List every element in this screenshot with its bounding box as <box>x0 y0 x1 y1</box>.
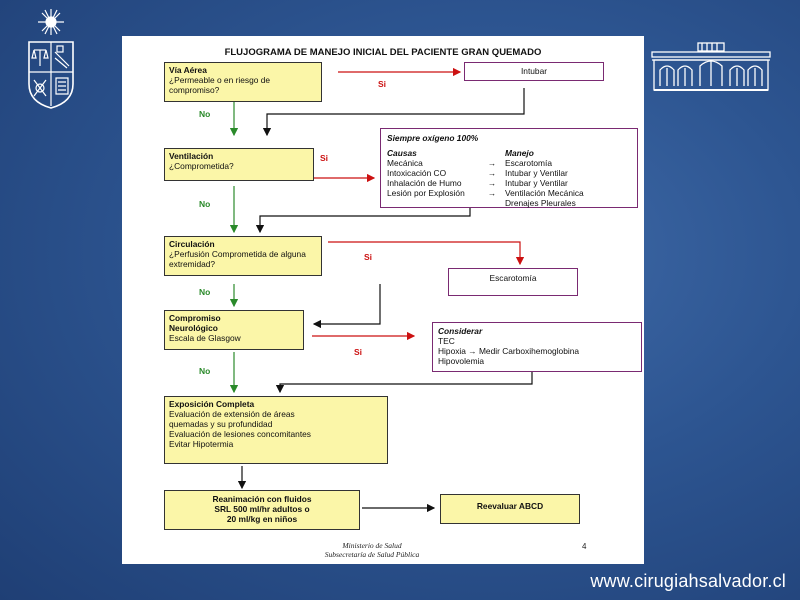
oxigeno-row: Drenajes Pleurales <box>387 198 631 208</box>
oxigeno-row: Inhalación de Humo → Intubar y Ventilar <box>387 178 631 188</box>
causas-header: Causas <box>387 148 417 159</box>
reevaluar-label: Reevaluar ABCD <box>476 501 544 511</box>
si-label-4: Si <box>354 347 363 357</box>
si-label-3: Si <box>364 252 373 262</box>
document-footer: Ministerio de Salud Subsecretaría de Sal… <box>302 541 442 560</box>
manejo-cell: Intubar y Ventilar <box>505 168 568 179</box>
manejo-cell: Drenajes Pleurales <box>505 198 576 209</box>
university-crest-logo <box>28 9 74 109</box>
footer-line: Ministerio de Salud <box>342 541 402 550</box>
causa-cell: Inhalación de Humo <box>387 178 462 189</box>
circulacion-title: Circulación <box>169 239 215 249</box>
causa-cell: Mecánica <box>387 158 423 169</box>
intubar-label: Intubar <box>520 66 548 76</box>
flowchart-title: FLUJOGRAMA DE MANEJO INICIAL DEL PACIENT… <box>224 47 542 58</box>
exposicion-box: Exposición Completa Evaluación de extens… <box>164 396 388 464</box>
considerar-item: Hipovolemia <box>438 356 485 367</box>
page-number: 4 <box>582 542 587 551</box>
exposicion-title: Exposición Completa <box>169 399 255 409</box>
considerar-header: Considerar <box>438 326 483 336</box>
considerar-item: Hipoxia → Medir Carboxihemoglobina <box>438 346 580 357</box>
return-arrow-oxigeno <box>255 208 471 234</box>
flowchart-connectors <box>229 67 533 513</box>
causa-cell: Lesión por Explosión <box>387 188 465 199</box>
compromiso-title-2: Neurológico <box>169 323 218 334</box>
compromiso-text: Escala de Glasgow <box>169 333 241 344</box>
si-label-1: Si <box>378 79 387 89</box>
compromiso-title-1: Compromiso <box>169 313 221 323</box>
considerar-box: Considerar TEC Hipoxia → Medir Carboxihe… <box>432 322 642 372</box>
reevaluar-box: Reevaluar ABCD <box>440 494 580 524</box>
intubar-box: Intubar <box>464 62 604 81</box>
via-aerea-title: Vía Aérea <box>169 65 207 75</box>
reanimacion-line: SRL 500 ml/hr adultos o <box>214 504 310 515</box>
manejo-cell: Intubar y Ventilar <box>505 178 568 189</box>
arrow-cell: → <box>487 188 497 199</box>
oxigeno-box: Siempre oxígeno 100% Causas Manejo Mecán… <box>380 128 638 208</box>
causa-cell: Intoxicación CO <box>387 168 447 179</box>
no-label-1: No <box>199 109 211 119</box>
reanimacion-line: Reanimación con fluidos <box>212 494 312 504</box>
oxigeno-row: Intoxicación CO → Intubar y Ventilar <box>387 168 631 178</box>
no-label-3: No <box>199 287 211 297</box>
arrow-cell: → <box>487 158 497 169</box>
exposicion-line: Evaluación de extensión de áreas <box>169 409 295 420</box>
oxigeno-header: Siempre oxígeno 100% <box>387 133 479 143</box>
ventilacion-title: Ventilación <box>169 151 214 161</box>
arrow-cell <box>479 198 505 208</box>
manejo-cell: Ventilación Mecánica <box>505 188 584 199</box>
causa-cell <box>387 198 479 208</box>
ventilacion-box: Ventilación ¿Comprometida? <box>164 148 314 181</box>
exposicion-line: Evaluación de lesiones concomitantes <box>169 429 311 440</box>
no-label-2: No <box>199 199 211 209</box>
return-arrow-intubar <box>262 88 525 137</box>
escarotomia-label: Escarotomía <box>489 273 537 283</box>
considerar-item: TEC <box>438 336 455 347</box>
footer-line: Subsecretaría de Salud Pública <box>324 550 420 560</box>
oxigeno-row: Lesión por Explosión → Ventilación Mecán… <box>387 188 631 198</box>
exposicion-line: quemadas y su profundidad <box>169 419 273 430</box>
escarotomia-box: Escarotomía <box>448 268 578 296</box>
flowchart-document: FLUJOGRAMA DE MANEJO INICIAL DEL PACIENT… <box>122 36 644 564</box>
site-url: www.cirugiahsalvador.cl <box>590 571 786 591</box>
reanimacion-line: 20 ml/kg en niños <box>226 514 298 525</box>
circulacion-text: ¿Perfusión Comprometida de alguna extrem… <box>169 249 306 270</box>
return-arrow-considerar <box>275 372 533 394</box>
compromiso-box: Compromiso Neurológico Escala de Glasgow <box>164 310 304 350</box>
return-arrow-escarotomia <box>312 284 381 329</box>
no-label-4: No <box>199 366 211 376</box>
arrow-cell: → <box>487 168 497 179</box>
manejo-header: Manejo <box>505 148 534 159</box>
ventilacion-text: ¿Comprometida? <box>169 161 234 172</box>
oxigeno-row: Mecánica → Escarotomía <box>387 158 631 168</box>
via-aerea-text: ¿Permeable o en riesgo de compromiso? <box>169 75 271 96</box>
reanimacion-box: Reanimación con fluidos SRL 500 ml/hr ad… <box>164 490 360 530</box>
hospital-building-logo <box>651 42 771 91</box>
si-arrow-circulacion <box>328 241 525 266</box>
arrow-cell: → <box>487 178 497 189</box>
manejo-cell: Escarotomía <box>505 158 553 169</box>
circulacion-box: Circulación ¿Perfusión Comprometida de a… <box>164 236 322 276</box>
exposicion-line: Evitar Hipotermia <box>169 439 234 450</box>
si-label-2: Si <box>320 153 329 163</box>
via-aerea-box: Vía Aérea ¿Permeable o en riesgo de comp… <box>164 62 322 102</box>
